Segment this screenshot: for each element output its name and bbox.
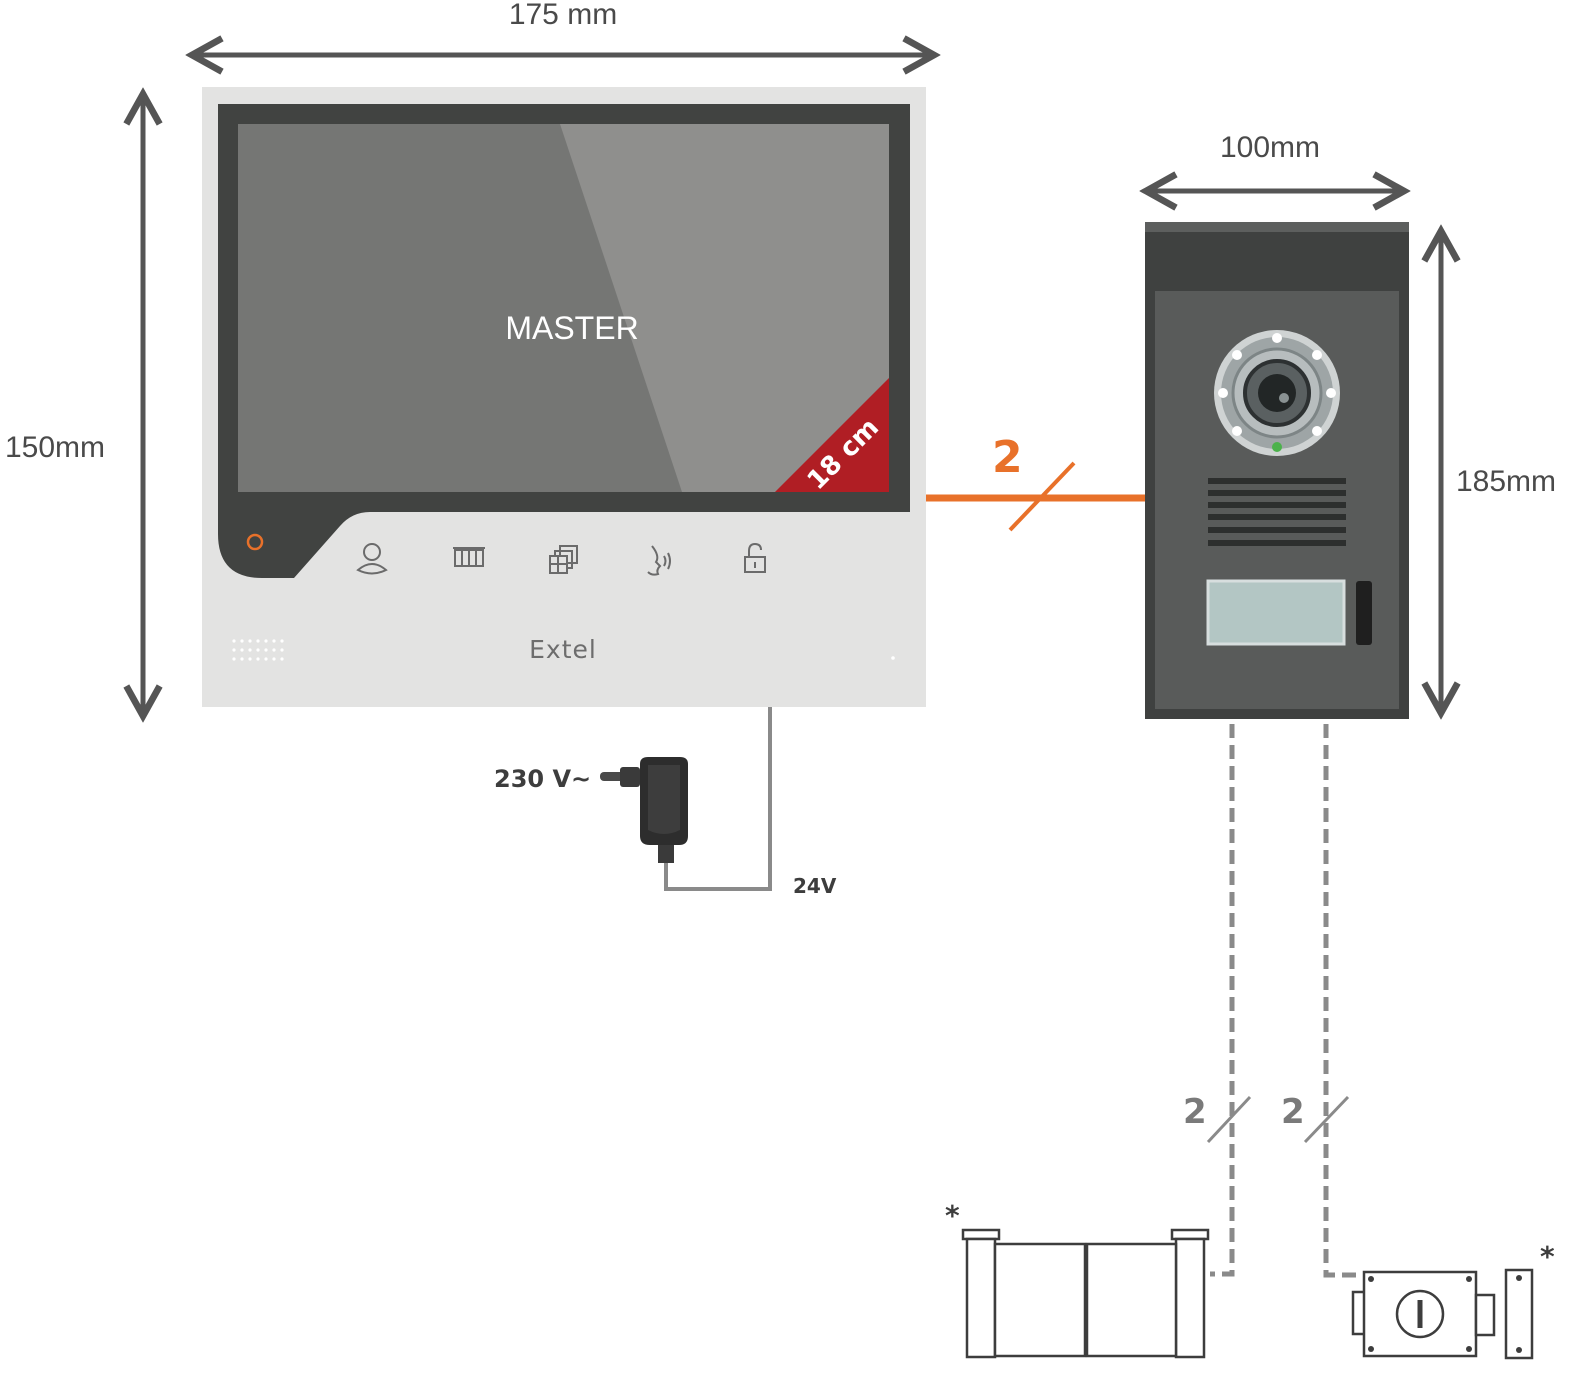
- speaker-grille-icon: [232, 639, 284, 661]
- outdoor-door-station: [1145, 222, 1409, 719]
- gate-wire: 2: [1183, 724, 1252, 1277]
- monitor-gallery-button[interactable]: [549, 545, 578, 574]
- monitor-width-dimension: 175 mm: [192, 0, 934, 55]
- monitor-height-dimension: 150mm: [5, 94, 143, 716]
- indoor-monitor: MASTER 18 cm: [202, 87, 926, 707]
- lock-footnote-marker: *: [1540, 1240, 1555, 1273]
- two-wire-link: 2: [926, 432, 1146, 532]
- electric-lock-icon: [1351, 1268, 1534, 1360]
- name-tag-window: [1206, 579, 1346, 646]
- camera-lens-icon: [1214, 330, 1340, 456]
- monitor-unlock-button[interactable]: [744, 542, 766, 573]
- monitor-height-label: 150mm: [5, 431, 105, 464]
- gate-footnote-marker: *: [945, 1199, 960, 1232]
- user-icon: [356, 543, 388, 575]
- power-adapter: [600, 757, 688, 863]
- screen-label: MASTER: [505, 310, 638, 346]
- power-led-icon: [246, 533, 264, 551]
- mains-voltage-label: 230 V~: [494, 765, 591, 793]
- station-height-label: 185mm: [1456, 465, 1556, 498]
- mic-hole: [891, 656, 895, 660]
- monitor-width-label: 175 mm: [509, 0, 617, 31]
- monitor-gate-button[interactable]: [453, 547, 485, 567]
- screen-size-badge: [775, 378, 889, 492]
- monitor-to-station-wire-count: 2: [992, 432, 1023, 483]
- gallery-icon: [549, 545, 578, 574]
- call-button[interactable]: [1356, 581, 1372, 645]
- station-width-label: 100mm: [1220, 131, 1320, 164]
- station-to-lock-wire-count: 2: [1281, 1092, 1305, 1132]
- station-width-dimension: 100mm: [1146, 131, 1404, 191]
- station-rain-hood: [1145, 222, 1409, 232]
- gate-icon: [453, 547, 485, 567]
- monitor-user-button[interactable]: [356, 543, 388, 575]
- power-cable: [664, 707, 772, 891]
- monitor-talk-button[interactable]: [647, 545, 671, 576]
- station-to-gate-wire-count: 2: [1183, 1092, 1207, 1132]
- station-height-dimension: 185mm: [1441, 231, 1556, 713]
- lock-wire: 2: [1281, 724, 1364, 1278]
- station-speaker-grille: [1208, 478, 1346, 546]
- brand-logo: Extel: [529, 635, 597, 664]
- unlock-icon: [744, 542, 766, 573]
- talk-icon: [647, 545, 671, 576]
- low-voltage-label: 24V: [793, 874, 837, 898]
- gate-icon: [961, 1228, 1210, 1359]
- screen-glare: [560, 124, 889, 492]
